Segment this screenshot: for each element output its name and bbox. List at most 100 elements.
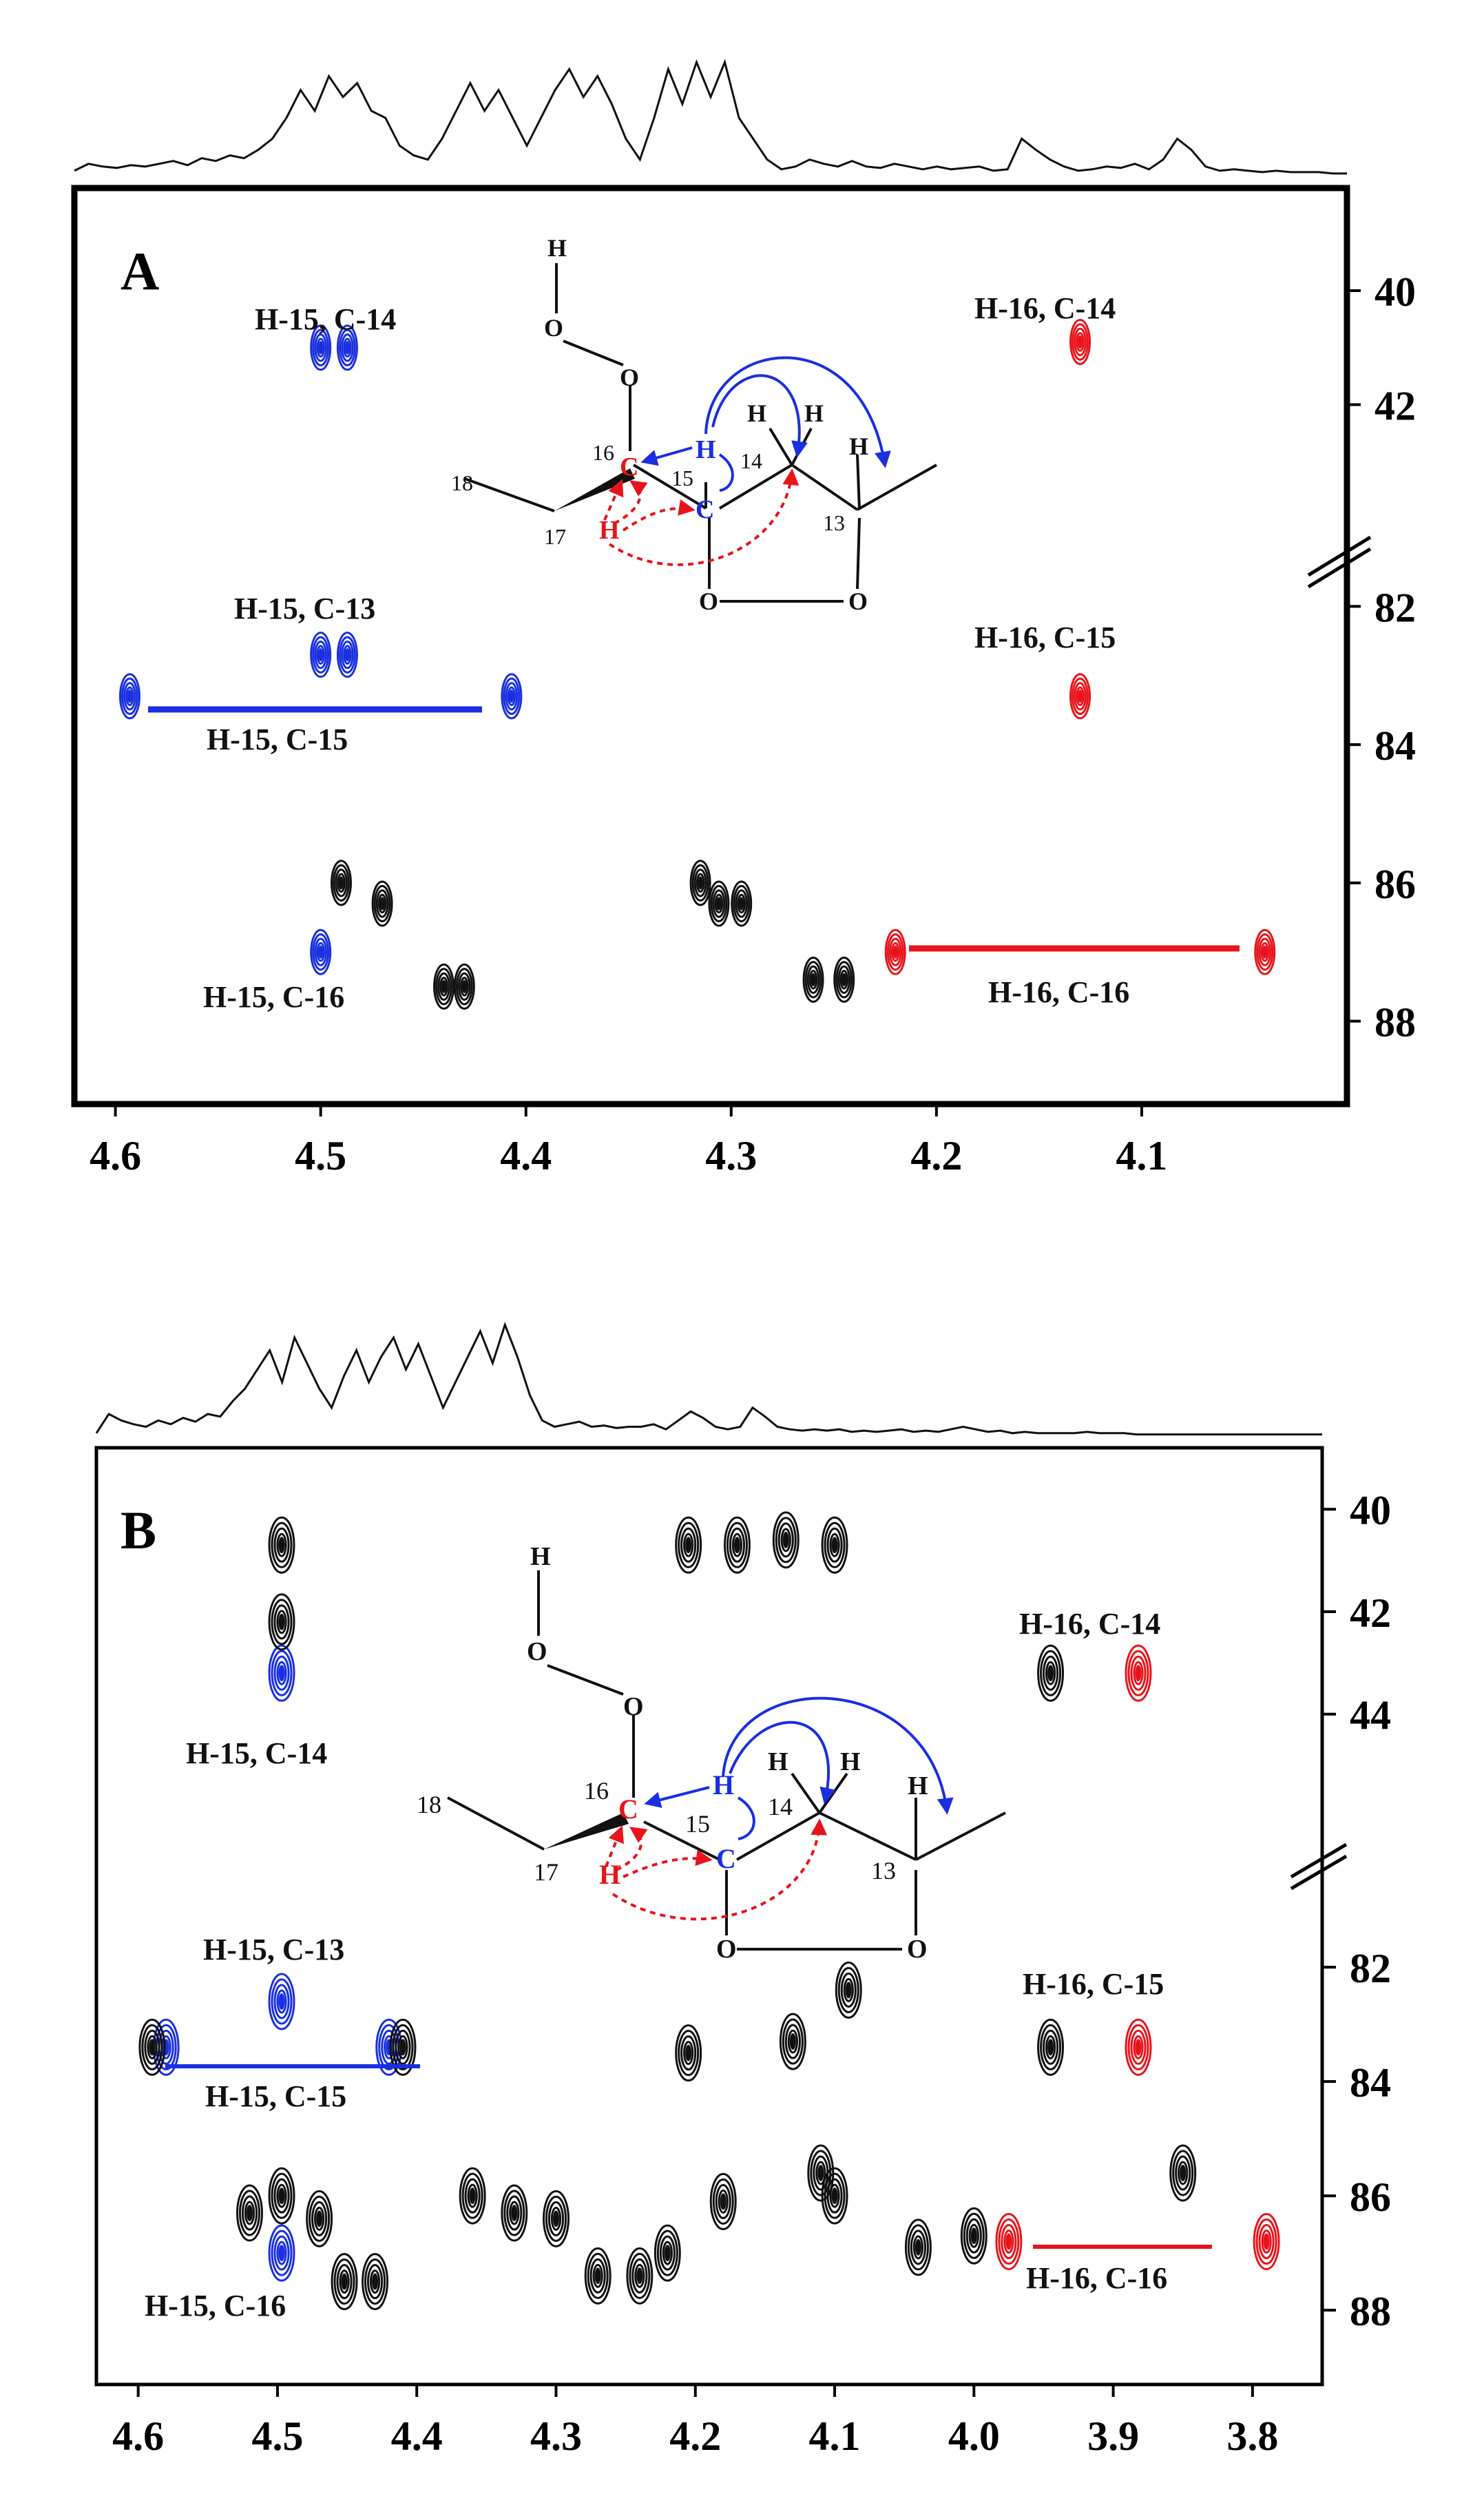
y-tick-label: 82: [1375, 585, 1416, 630]
label-b-h15-c16: H-15, C-16: [145, 2289, 286, 2322]
cross-peak-unassigned-14: [459, 2167, 486, 2225]
x-tick-label: 4.5: [251, 2413, 303, 2459]
cross-peak-h-15-c-16-0: [310, 928, 332, 975]
label-a-h16-c16: H-16, C-16: [988, 975, 1129, 1009]
cross-peak-unassigned-1: [268, 1593, 295, 1651]
cross-peak-h-16-c-16-1: [1254, 928, 1276, 975]
cross-peak-h-16-c-15-0: [1125, 2018, 1152, 2076]
label-a-h15-c15: H-15, C-15: [207, 723, 348, 756]
label-b-h15-c15: H-15, C-15: [205, 2079, 346, 2113]
cross-peak-unassigned-4: [772, 1511, 800, 1569]
panel-label-b: B: [121, 1500, 156, 1560]
label-b-h16-c15: H-16, C-15: [1023, 1967, 1164, 2001]
hmbc-b-arrow-h15-c16: [644, 1786, 710, 1808]
num-b-14: 14: [768, 1793, 793, 1820]
atom-b-o-peroxide-2: O: [623, 1692, 644, 1721]
num-15: 15: [671, 466, 693, 490]
cross-peak-unassigned-3: [723, 1516, 751, 1574]
cross-peak-unassigned-1: [371, 880, 393, 927]
cross-peak-unassigned-29: [709, 2172, 737, 2230]
x-tick-label: 4.2: [669, 2413, 721, 2459]
label-a-h16-c14: H-16, C-14: [974, 291, 1116, 325]
atom-b-c16: C: [618, 1794, 638, 1825]
atom-b-h14-b: H: [840, 1747, 861, 1776]
cross-peak-h-16-c-15-0: [1069, 673, 1091, 720]
hmbc-b-arrow-h15-self: [737, 1796, 755, 1840]
atom-h-top: H: [547, 234, 567, 262]
atom-b-h-top: H: [530, 1542, 551, 1571]
atom-h16: H: [599, 516, 620, 545]
hmbc-b-arrow-h16-c16-a: [605, 1825, 625, 1867]
x-tick-label: 3.8: [1226, 2413, 1278, 2459]
cross-peak-unassigned-27: [1169, 2144, 1197, 2202]
atom-h15: H: [696, 435, 716, 464]
hmbc-b-arrow-h16-c15: [623, 1849, 713, 1878]
cross-peak-unassigned-7: [833, 956, 855, 1003]
atom-b-o-ring-1: O: [716, 1935, 737, 1964]
num-b-18: 18: [417, 1791, 441, 1818]
panel-a: A H-15, C-14 H-16, C-14 H-15, C-13 H-16,…: [71, 59, 1416, 1178]
atom-b-h16: H: [599, 1859, 620, 1890]
y-tick-label: 40: [1375, 269, 1416, 315]
num-18: 18: [451, 470, 473, 495]
hmbc-arrow-h16-c16-b: [614, 480, 648, 525]
cross-peak-h-15-c-14-0: [268, 1644, 295, 1702]
plot-frame-b: [94, 1446, 1324, 2387]
cross-peak-unassigned-22: [835, 1961, 862, 2019]
label-b-h15-c13: H-15, C-13: [203, 1933, 344, 1966]
atom-b-h13: H: [908, 1771, 928, 1800]
atom-h14-a: H: [747, 399, 766, 427]
cross-peak-unassigned-0: [268, 1516, 295, 1574]
atom-o-peroxide-1: O: [544, 314, 563, 342]
hmbc-arrow-h16-c16-a: [603, 479, 624, 521]
label-a-h15-c16: H-15, C-16: [203, 980, 344, 1014]
y-tick-label: 86: [1350, 2174, 1391, 2220]
cross-peak-h-16-c-14-0: [1069, 319, 1091, 365]
y-tick-label: 84: [1350, 2060, 1391, 2106]
cross-peak-h-15-c-13-1: [336, 632, 358, 678]
num-b-17: 17: [534, 1858, 558, 1886]
label-b-h15-c14: H-15, C-14: [186, 1736, 327, 1770]
cross-peaks-b: [138, 1511, 1280, 2311]
y-tick-label: 88: [1375, 1000, 1416, 1046]
atom-o-ring-2: O: [848, 588, 868, 615]
cross-peak-unassigned-24: [821, 2167, 848, 2225]
x-tick-label: 4.3: [705, 1133, 757, 1178]
cross-peak-unassigned-9: [268, 2167, 295, 2225]
atom-o-ring-1: O: [699, 588, 718, 615]
cross-peak-unassigned-6: [802, 956, 824, 1003]
proton-spectrum-b: [95, 1322, 1322, 1436]
cross-peak-unassigned-0: [330, 860, 352, 906]
cross-peak-unassigned-25: [904, 2218, 932, 2276]
y-tick-label: 42: [1350, 1590, 1391, 1636]
x-tick-label: 4.1: [809, 2413, 861, 2459]
atom-c16: C: [620, 453, 638, 481]
atom-h14-b: H: [804, 399, 824, 427]
cross-peak-unassigned-17: [584, 2247, 612, 2305]
label-b-h16-c14: H-16, C-14: [1019, 1607, 1160, 1641]
cross-peak-unassigned-12: [331, 2253, 358, 2311]
cross-peak-unassigned-21: [779, 2013, 806, 2070]
axis-break-a: [1307, 535, 1372, 589]
atom-b-c15: C: [716, 1843, 736, 1874]
cross-peak-unassigned-7: [138, 2018, 166, 2076]
num-14: 14: [740, 448, 762, 473]
hmbc-b-arrow-h15-c13: [722, 1696, 954, 1815]
cross-peak-h-15-c-13-0: [268, 1973, 295, 2030]
cross-peak-unassigned-2: [675, 1516, 702, 1574]
atom-c15: C: [696, 495, 714, 524]
hmbc-arrow-h15-c14: [711, 374, 808, 458]
cross-peak-unassigned-6: [1037, 1644, 1065, 1702]
hmbc-b-arrow-h15-c14: [729, 1721, 836, 1805]
hmbc-b-arrow-h16-c14: [612, 1818, 828, 1921]
x-tick-label: 4.1: [1116, 1133, 1167, 1178]
label-a-h15-c14: H-15, C-14: [255, 302, 396, 336]
hmbc-arrow-h15-c16: [640, 446, 693, 466]
cross-peak-unassigned-20: [675, 2024, 702, 2082]
y-tick-label: 82: [1350, 1946, 1391, 1991]
structure-a: H O O H H H O O C C H H 16 15 14 13 18 1…: [451, 234, 937, 615]
cross-peak-unassigned-28: [960, 2207, 987, 2265]
wedge-bond-b: [544, 1813, 629, 1849]
